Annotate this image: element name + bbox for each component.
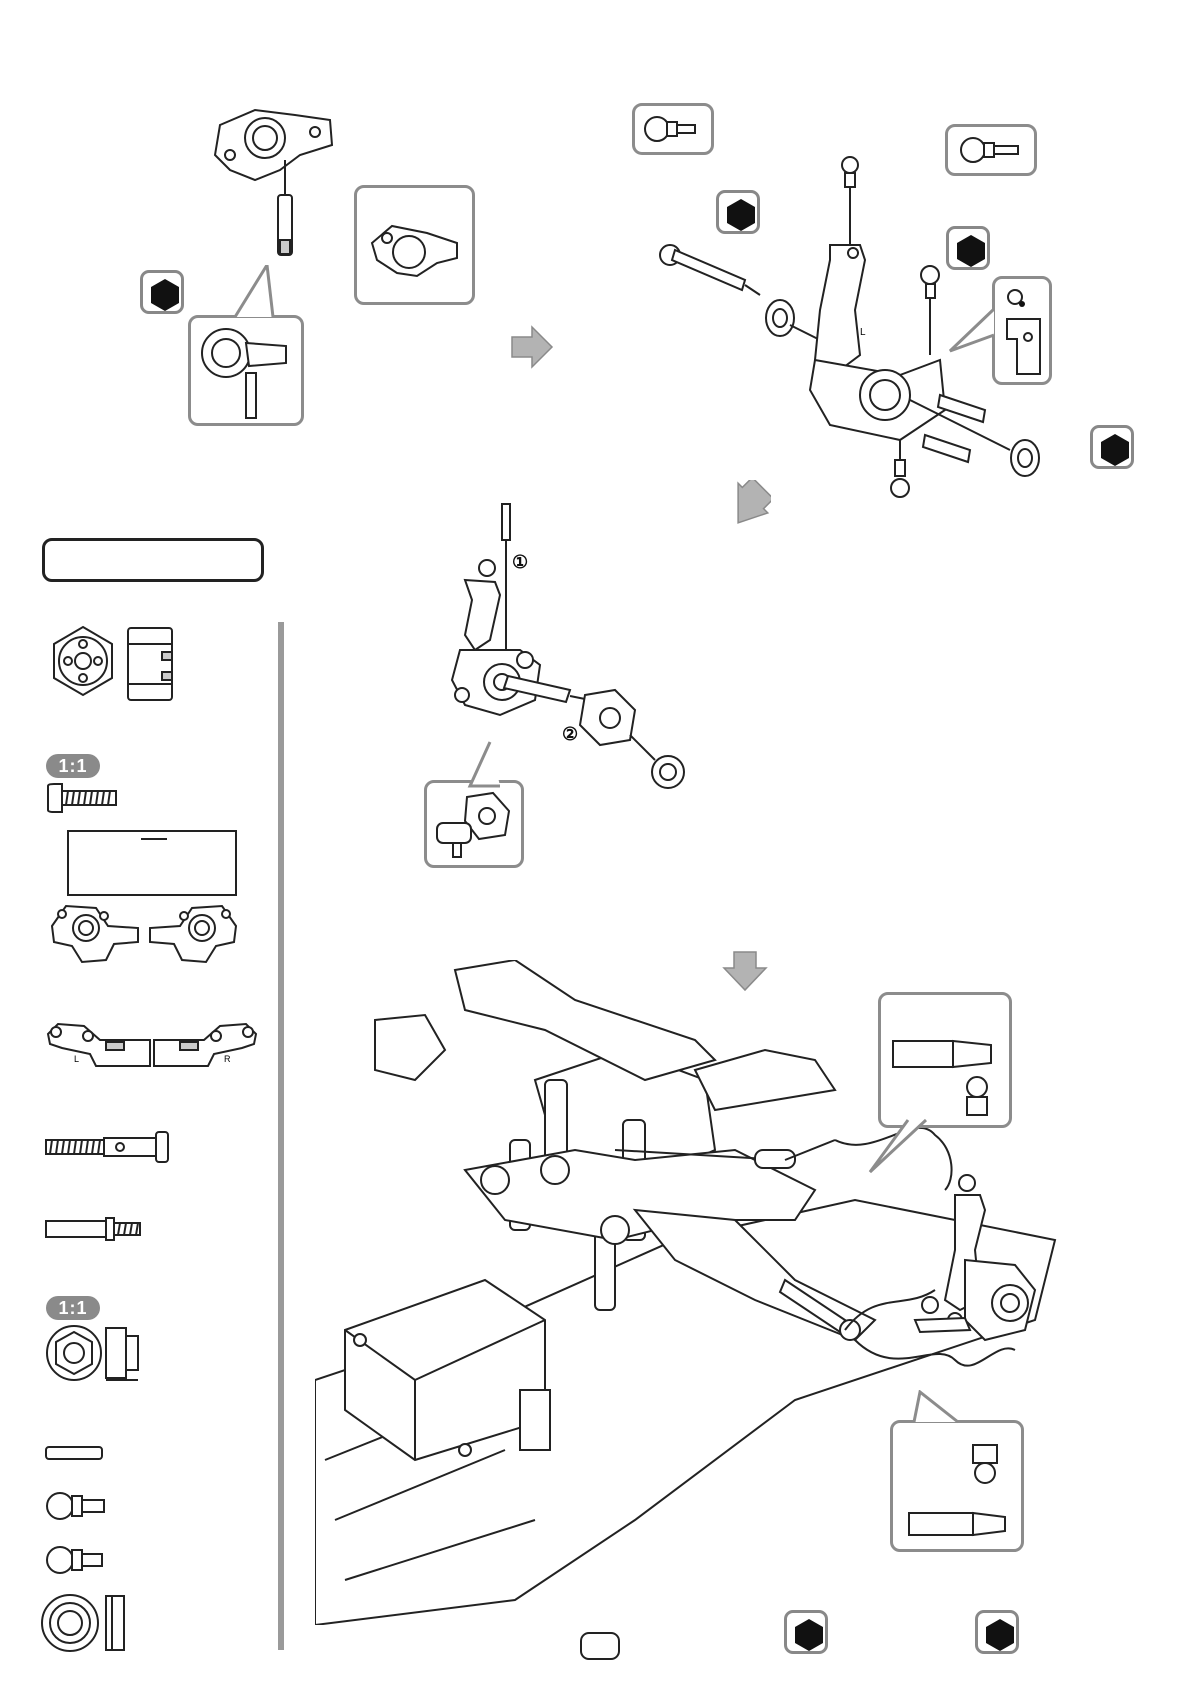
knuckle-assembly-diagram [200, 100, 350, 260]
part-axle-shaft [44, 1128, 174, 1166]
step-marker-2: ② [562, 724, 578, 745]
parts-column-divider [278, 622, 284, 1650]
page-number-box [580, 1632, 620, 1660]
part-hex-hub-front [46, 624, 120, 698]
callout-pointer [460, 740, 510, 788]
part-kingpin [44, 1214, 144, 1244]
scale-badge: 1:1 [46, 1296, 100, 1320]
flow-arrow-right [510, 325, 554, 369]
ball-stud-callout-left [632, 103, 714, 155]
svg-text:R: R [224, 1054, 231, 1064]
part-pin [44, 1444, 106, 1462]
scale-badge: 1:1 [46, 754, 100, 778]
hex-wrench-icon [975, 1610, 1019, 1654]
callout-pointer [225, 265, 285, 320]
callout-pointer [912, 1390, 962, 1424]
callout-pointer [948, 305, 998, 355]
svg-text:L: L [74, 1054, 79, 1064]
hex-wrench-icon [140, 270, 184, 314]
part-steering-arm-pair: L R [44, 1018, 260, 1072]
part-ball-stud-long [44, 1488, 110, 1524]
knuckle-top-view-callout [354, 185, 475, 305]
part-hex-hub-side [124, 624, 176, 704]
flow-arrow-down-left [725, 480, 771, 526]
part-option-box [67, 830, 237, 896]
part-ball-stud-short [44, 1542, 110, 1578]
ball-end-callout-top [878, 992, 1012, 1128]
part-flange-nut [44, 1322, 144, 1384]
part-bearing [40, 1590, 130, 1656]
part-button-head-screw [44, 782, 120, 814]
knuckle-pin-callout [188, 315, 304, 426]
ball-end-callout-bottom [890, 1420, 1024, 1552]
knuckle-detail-callout [992, 276, 1052, 385]
part-knuckle-pair [46, 898, 242, 968]
hub-detail-callout [424, 780, 524, 868]
hex-wrench-icon [1090, 425, 1134, 469]
callout-pointer [868, 1118, 928, 1174]
step-marker-1: ① [512, 552, 528, 573]
parts-section-label [42, 538, 264, 582]
option-box-rule [141, 838, 167, 840]
hex-wrench-icon [784, 1610, 828, 1654]
svg-text:L: L [860, 327, 866, 338]
